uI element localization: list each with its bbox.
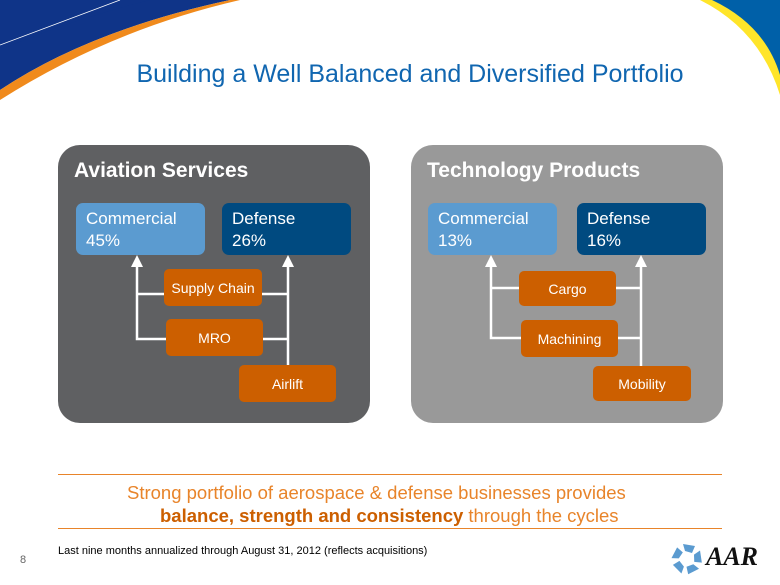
aviation-services-panel: Aviation Services Commercial 45% Defense 2…	[58, 145, 370, 423]
panel-title: Technology Products	[427, 159, 641, 182]
segment-percent: 45%	[86, 231, 121, 250]
footnote: Last nine months annualized through Augu…	[58, 545, 428, 557]
tagline-line-1: Strong portfolio of aerospace & defense …	[127, 482, 626, 503]
aar-logo: AAR	[670, 540, 765, 576]
segment-percent: 26%	[232, 231, 267, 250]
aar-logo-text: AAR	[706, 542, 759, 571]
segment-label: Commercial	[438, 209, 529, 228]
segment-label: Defense	[232, 209, 296, 228]
header-swoosh	[0, 0, 780, 100]
defense-segment: Defense 26%	[222, 203, 351, 255]
panel-title: Aviation Services	[74, 159, 249, 182]
business-supply-chain: Supply Chain	[164, 269, 262, 306]
divider-top	[58, 474, 722, 475]
technology-products-panel: Technology Products Commercial 13% Defens…	[411, 145, 723, 423]
segment-label: Commercial	[86, 209, 177, 228]
business-airlift: Airlift	[239, 365, 336, 402]
business-cargo: Cargo	[519, 271, 616, 306]
segment-percent: 16%	[587, 231, 622, 250]
business-machining: Machining	[521, 320, 618, 357]
connector-lines	[485, 255, 647, 366]
aar-logo-icon	[671, 544, 702, 575]
segment-percent: 13%	[438, 231, 473, 250]
page-number: 8	[20, 554, 27, 566]
business-mobility: Mobility	[593, 366, 691, 401]
defense-segment: Defense 16%	[577, 203, 706, 255]
tagline-rest: through the cycles	[463, 505, 619, 526]
connector-lines	[131, 255, 294, 365]
commercial-segment: Commercial 13%	[428, 203, 557, 255]
tagline-line-2: balance, strength and consistency throug…	[160, 505, 619, 527]
tagline-bold: balance, strength and consistency	[160, 505, 464, 526]
segment-label: Defense	[587, 209, 651, 228]
commercial-segment: Commercial 45%	[76, 203, 205, 255]
divider-bottom	[58, 528, 722, 529]
slide-title: Building a Well Balanced and Diversified…	[136, 60, 684, 88]
business-mro: MRO	[166, 319, 263, 356]
